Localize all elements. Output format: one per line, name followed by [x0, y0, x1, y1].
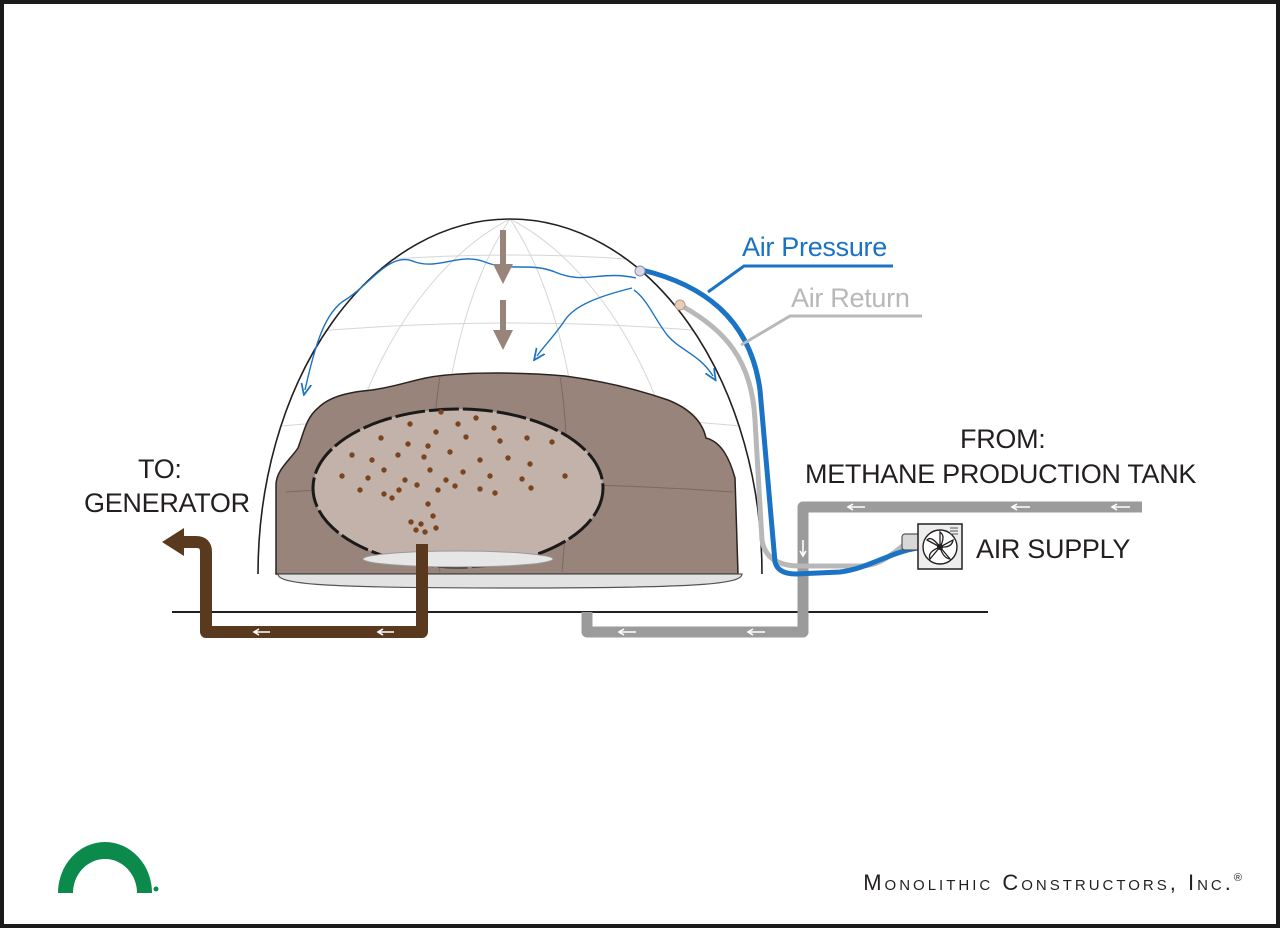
fan-icon — [922, 529, 958, 565]
air-return-label: Air Return — [791, 283, 910, 313]
air-return-port — [674, 299, 686, 311]
gas-bubbles — [339, 409, 568, 535]
generator-label: GENERATOR — [84, 488, 250, 518]
dome-base-ring — [277, 573, 743, 589]
gas-outlet-pipe — [416, 544, 428, 572]
digester-cavity — [311, 407, 605, 569]
dome-outline — [257, 218, 763, 575]
generator-arrowhead-icon — [162, 528, 184, 556]
company-name-text: Monolithic Constructors, Inc. — [863, 870, 1234, 895]
air-pressure-port — [634, 265, 646, 277]
from-label: FROM: — [960, 424, 1046, 454]
air-supply-label: AIR SUPPLY — [976, 534, 1131, 564]
methane-flow-arrows — [617, 503, 1130, 636]
air-return-leader — [740, 314, 922, 347]
methane-supply-pipe — [581, 501, 1142, 638]
cavity-liquid — [362, 550, 554, 568]
company-name: Monolithic Constructors, Inc.® — [863, 870, 1242, 896]
air-pressure-leader — [707, 264, 893, 294]
to-label: TO: — [138, 454, 182, 484]
air-supply-fan — [901, 523, 963, 570]
air-pressure-hose — [641, 267, 919, 577]
monolithic-logo-icon — [58, 842, 159, 893]
generator-pipe — [182, 536, 428, 638]
air-flow-arrows — [305, 258, 713, 390]
air-pressure-label: Air Pressure — [742, 232, 887, 262]
generator-flow-arrows — [252, 628, 394, 636]
trademark-symbol: ® — [1233, 872, 1242, 884]
methane-tank-label: METHANE PRODUCTION TANK — [805, 459, 1197, 489]
gravity-arrows — [493, 230, 513, 350]
